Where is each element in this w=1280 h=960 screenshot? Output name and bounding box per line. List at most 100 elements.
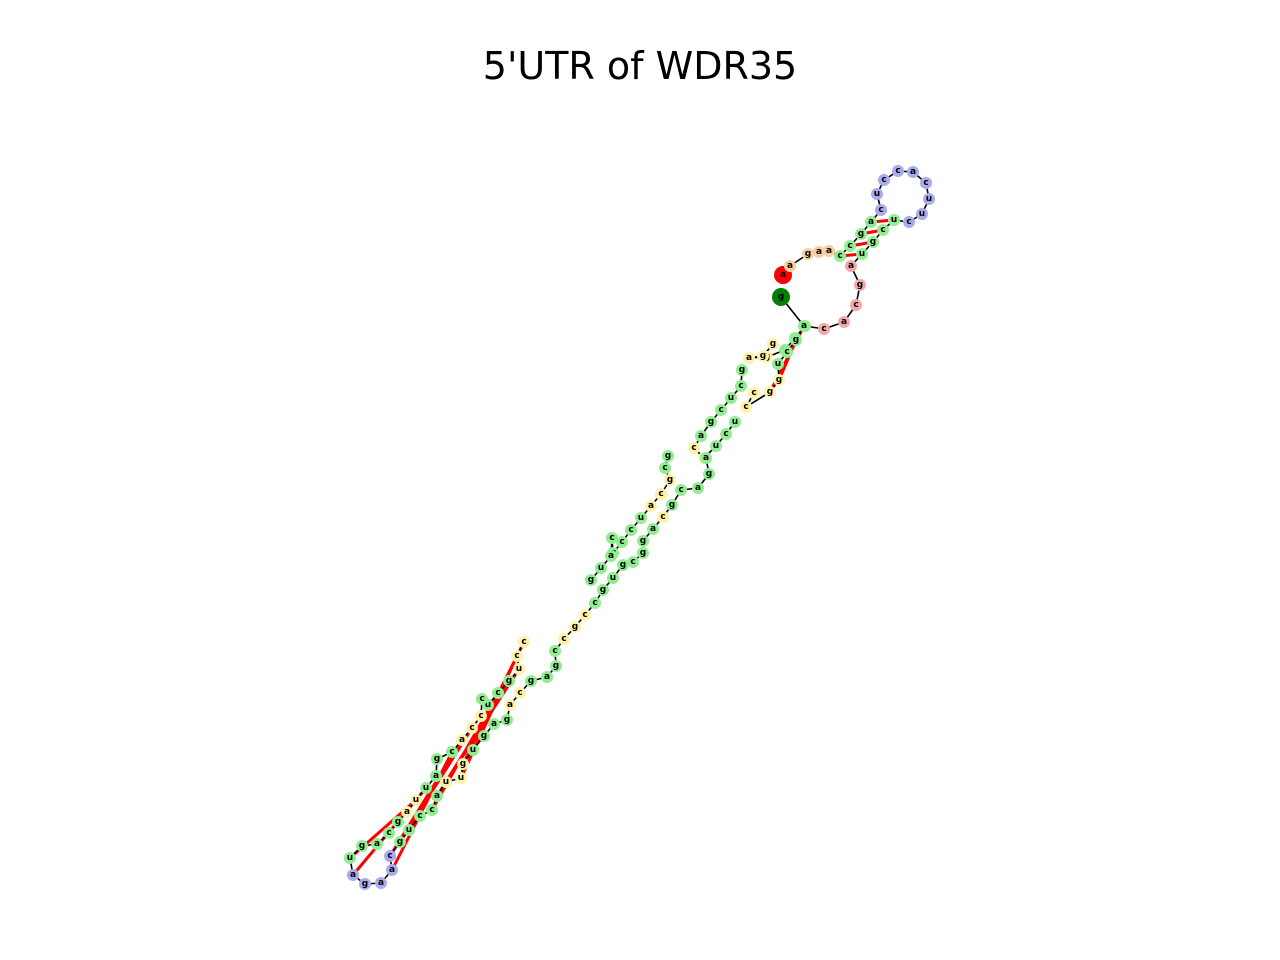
nucleotide-label: c — [386, 828, 391, 838]
nucleotide-label: g — [858, 229, 864, 239]
nucleotide: u — [420, 782, 432, 794]
nucleotide-dot — [488, 718, 500, 730]
nucleotide-label: g — [572, 622, 578, 632]
nucleotide-dot — [736, 364, 748, 376]
nucleotide-label: c — [429, 805, 434, 815]
nucleotide-dot — [878, 174, 890, 186]
nucleotide-label: a — [374, 839, 380, 849]
base-pair-bond — [777, 339, 798, 381]
nucleotide-dot — [627, 556, 639, 568]
nucleotide: c — [688, 442, 700, 454]
nucleotide: u — [607, 572, 619, 584]
nucleotide: c — [383, 827, 395, 839]
nucleotide-dot — [386, 864, 398, 876]
nucleotide-dot — [916, 208, 928, 220]
nucleotide-label: g — [665, 451, 671, 461]
nucleotide: c — [657, 511, 669, 523]
nucleotide: g — [802, 248, 814, 260]
nucleotide-label: a — [648, 501, 654, 511]
nucleotide-dot — [838, 316, 850, 328]
nucleotide-label: a — [650, 524, 656, 534]
nucleotide: g — [736, 364, 748, 376]
nucleotide-label: c — [784, 347, 789, 357]
nucleotide-dot — [605, 550, 617, 562]
nucleotide: a — [865, 216, 877, 228]
nucleotide: u — [595, 562, 607, 574]
nucleotide-dot — [403, 824, 415, 836]
nucleotide: c — [875, 204, 887, 216]
nucleotide-dot — [725, 392, 737, 404]
nucleotide-dot — [501, 714, 513, 726]
nucleotide-dot — [359, 878, 371, 890]
nucleotide-dot — [867, 236, 879, 248]
nucleotide: c — [659, 462, 671, 474]
nucleotide-dot — [664, 474, 676, 486]
nucleotide: g — [585, 574, 597, 586]
nucleotide: c — [579, 609, 591, 621]
nucleotide: g — [662, 450, 674, 462]
nucleotide-label: g — [640, 548, 646, 558]
nucleotide: a — [605, 550, 617, 562]
nucleotide: c — [589, 597, 601, 609]
nucleotide: c — [655, 488, 667, 500]
nucleotide: g — [457, 758, 469, 770]
nucleotide: g — [664, 474, 676, 486]
nucleotide: c — [518, 636, 530, 648]
nucleotide: c — [492, 687, 504, 699]
nucleotide-label: c — [880, 225, 885, 235]
nucleotide-dot — [871, 188, 883, 200]
nucleotide-label: u — [406, 825, 412, 835]
nucleotide: c — [514, 687, 526, 699]
nucleotide-dot — [773, 374, 785, 386]
nucleotide-label: c — [417, 811, 422, 821]
nucleotide: a — [386, 864, 398, 876]
nucleotide-dot — [558, 633, 570, 645]
nucleotide: a — [784, 260, 796, 272]
nucleotide: a — [647, 523, 659, 535]
nucleotide-dot — [541, 671, 553, 683]
nucleotide-label: g — [553, 661, 559, 671]
nucleotide-dot — [662, 450, 674, 462]
nucleotide-dot — [659, 462, 671, 474]
nucleotide-label: c — [592, 598, 597, 608]
nucleotide-label: u — [347, 853, 353, 863]
nucleotide: g — [394, 836, 406, 848]
nucleotide-dot — [356, 840, 368, 852]
nucleotide-dot — [467, 744, 479, 756]
nucleotide-dot — [655, 488, 667, 500]
nucleotide-dot — [440, 776, 452, 788]
nucleotide-label: c — [514, 651, 519, 661]
nucleotide-label: c — [906, 217, 911, 227]
nucleotide-label: g — [434, 754, 440, 764]
nucleotide-label: a — [780, 270, 786, 280]
nucleotide-label: a — [801, 321, 807, 331]
nucleotide-label: a — [434, 791, 440, 801]
nucleotide: u — [871, 188, 883, 200]
nucleotide-dot — [344, 852, 356, 864]
nucleotide-dot — [426, 804, 438, 816]
nucleotide: a — [813, 246, 825, 258]
nucleotide: g — [478, 730, 490, 742]
nucleotide: u — [440, 776, 452, 788]
nucleotide-label: c — [662, 463, 667, 473]
nucleotide-dot — [688, 442, 700, 454]
nucleotide-dot — [401, 806, 413, 818]
nucleotide-label: c — [479, 694, 484, 704]
nucleotide-dot — [446, 746, 458, 758]
nucleotide: u — [635, 512, 647, 524]
nucleotide-dot — [834, 250, 846, 262]
nucleotide-dot — [456, 734, 468, 746]
nucleotide-dot — [504, 699, 516, 711]
nucleotide-dot — [875, 204, 887, 216]
nucleotide-dot — [375, 877, 387, 889]
nucleotide: a — [700, 452, 712, 464]
nucleotide: c — [781, 346, 793, 358]
nucleotide: u — [344, 852, 356, 864]
nucleotide-dot — [518, 636, 530, 648]
nucleotide-label: g — [504, 715, 510, 725]
nucleotide: u — [403, 824, 415, 836]
nucleotide-label: c — [738, 381, 743, 391]
nucleotide-dot — [645, 500, 657, 512]
nucleotide-dot — [784, 260, 796, 272]
